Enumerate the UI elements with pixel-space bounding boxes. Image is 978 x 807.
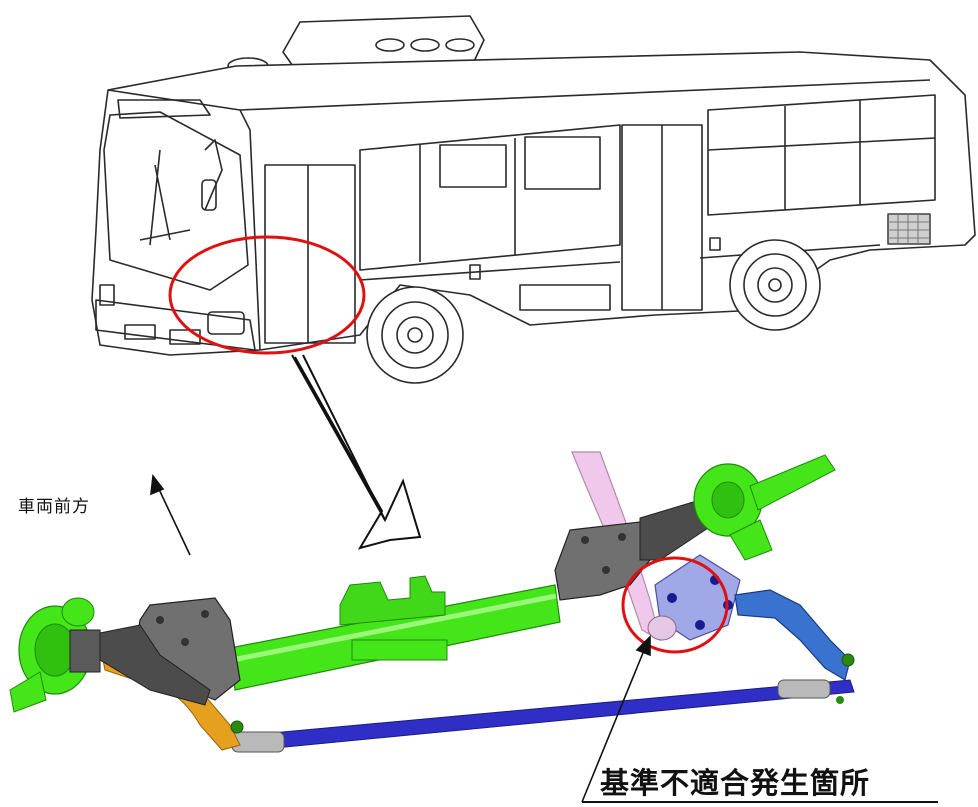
- defect-leader: [581, 635, 938, 803]
- drag-link-arm: [734, 589, 851, 681]
- bus-illustration: [91, 15, 976, 384]
- zoom-arrow: [291, 354, 422, 550]
- vehicle-front-arrow: [150, 473, 191, 556]
- left-steering-knuckle: [9, 597, 101, 713]
- defect-location-highlight: [621, 556, 729, 654]
- right-steering-knuckle: [693, 454, 836, 561]
- bus-front-axle-highlight: [168, 235, 366, 355]
- vehicle-front-label: 車両前方: [18, 497, 90, 517]
- tie-rod: [249, 679, 855, 751]
- defect-location-label: 基準不適合発生箇所: [600, 766, 871, 800]
- front-axle-assembly: [9, 451, 855, 753]
